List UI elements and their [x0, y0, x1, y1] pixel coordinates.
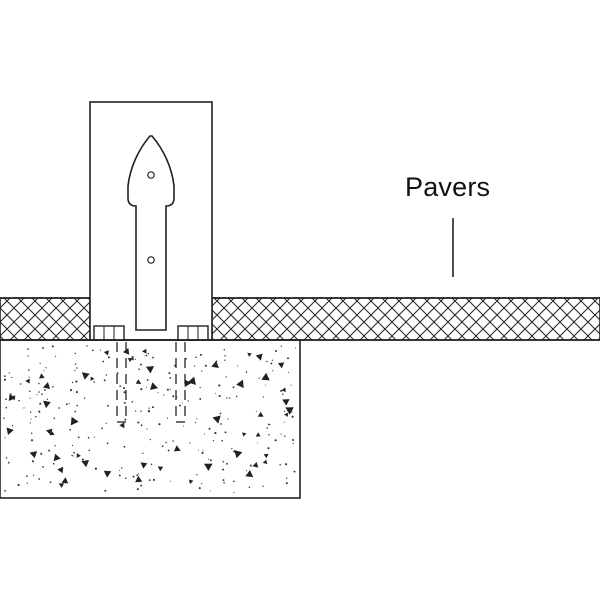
- anchor-bracket: [127, 135, 175, 331]
- bracket-bolt-hole-top: [147, 171, 155, 179]
- concrete-footing: [0, 339, 301, 499]
- base-plate-nuts: [90, 325, 212, 341]
- anchor-bolts-hidden: [116, 342, 186, 423]
- concrete-aggregate-texture: [3, 345, 297, 494]
- bracket-bolt-hole-bottom: [147, 256, 155, 264]
- pavers-label: Pavers: [405, 172, 491, 202]
